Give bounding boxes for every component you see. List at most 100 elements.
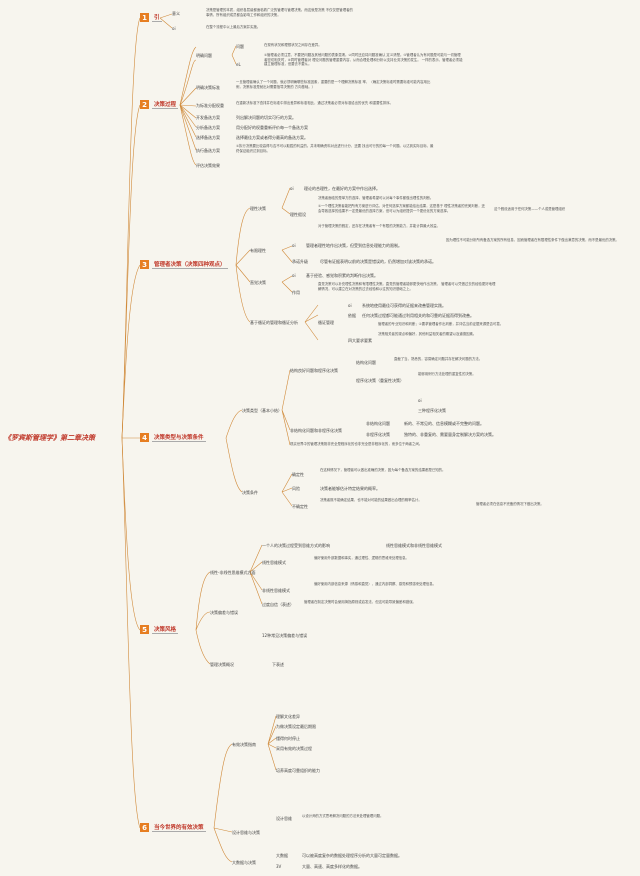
s5-branch-3-right: 下表述 [272, 662, 284, 667]
s4-branch-2c-text: 决策者既不能确定结果，也不能对可能的结果做出合理的概率估计。 [320, 498, 422, 502]
s5-branch-1c: 非线性思维模式 [262, 588, 290, 593]
section-label: 引 [152, 15, 162, 22]
s5-branch-2b: 12种常见决策偏差与错误 [262, 633, 308, 638]
section-4[interactable]: 4 决策类型与决策条件 [140, 433, 206, 442]
s3-branch-2b: 承诺升级 [292, 259, 308, 264]
s4-branch-2b-text: 决策者能够估计特定结果的概率。 [320, 486, 380, 491]
s4-branch-1b1-text: 新的、不常见的、信息模糊或不完整的问题。 [404, 421, 484, 426]
section-2[interactable]: 2 决策过程 [140, 100, 179, 109]
s6-branch-1c: 懂得何时停止 [276, 736, 300, 741]
section-5[interactable]: 5 决策风格 [140, 625, 179, 634]
s5-branch-1b-text: 偏好使用外部数据和事实，通过理性、逻辑的思维来处理信息。 [314, 556, 409, 560]
s3-branch-1a-text: 理论的合理性，在最好的方案中作出选择。 [304, 186, 380, 191]
s3-branch-1b-text-1: 决策者面临的是单方的选择，管理者希望可以对每个事件都做出理性的判断。 [318, 196, 434, 200]
s6-branch-3a: 大数据 [276, 853, 288, 858]
s6-branch-1b: 为做决策设定最后期限 [276, 724, 316, 729]
s2-node-6: 选择备选方案 [196, 135, 220, 140]
s1-key-1: 意义 [172, 11, 180, 16]
s2-node-1a: 问题 [236, 44, 244, 49]
section-number: 3 [140, 260, 149, 269]
connector-lines [121, 13, 319, 863]
section-6[interactable]: 6 当今世界的有效决策 [140, 823, 206, 832]
s3-branch-4a1-text: 系统地使用最佳可获得的证据来改善管理实践。 [362, 303, 446, 308]
s2-node-4: 开发备选方案 [196, 115, 220, 120]
s6-branch-3b: 3V [276, 864, 282, 869]
s4-branch-2c: 不确定性 [292, 504, 308, 509]
s3-branch-4a3-text-2: 决策相关者的观点和偏好，其他利益相关者的期望以及道德因素。 [378, 332, 477, 336]
section-number: 1 [140, 13, 149, 22]
s4-branch-1b: 非结构化问题和非程序化决策 [290, 428, 342, 433]
s4-branch-1a2: 程序化决策（重复性决策） [356, 378, 404, 383]
section-label: 管理者决策（决策四种观点） [152, 262, 228, 269]
s6-branch-3a-text: 可以被高度复杂的数据处理程序分析的大量可定量数据。 [302, 853, 402, 858]
s4-branch-1a1: 结构化问题 [356, 360, 376, 365]
s5-branch-1a-text: 线性思维模式和非线性思维模式 [386, 543, 442, 548]
s4-branch-2: 决策条件 [242, 490, 258, 495]
s4-branch-1a: 结构良好问题和程序化决策 [290, 368, 338, 373]
section-number: 2 [140, 100, 149, 109]
s2-node-1: 明确问题 [196, 53, 212, 58]
root-title: 《罗宾斯管理学》第二章决策 [4, 434, 95, 442]
section-label: 决策类型与决策条件 [152, 435, 206, 442]
section-1[interactable]: 1 引 [140, 13, 162, 22]
s5-branch-2a-text: 管理者在制定决策时会使用拇指原则或启发法，但这可能导致偏差和错误。 [304, 600, 416, 604]
s3-branch-3b: 作用 [292, 290, 300, 295]
s2-node-1b: eL [236, 62, 241, 67]
section-3[interactable]: 3 管理者决策（决策四种观点） [140, 260, 228, 269]
s6-branch-1: 有效决策指南 [232, 742, 256, 747]
s6-branch-2a-text: 以设计师的方式思考解决问题的方法来处理管理问题。 [302, 814, 384, 818]
s3-branch-3b-text: 直觉决策可以补充理性决策和有限理性决策。直觉的管理者能够更快地作出决策， 管理者… [318, 282, 496, 291]
s1-key-2: oi [172, 26, 176, 31]
section-label: 当今世界的有效决策 [152, 825, 206, 832]
s4-branch-1: 决策类型（基本小结） [242, 408, 282, 413]
s6-branch-2: 设计思维与决策 [232, 830, 260, 835]
s5-branch-2a: 过度自信（表述） [262, 602, 294, 607]
s2-node-5-text: 用分配好的权重重新评价每一个备选方案 [236, 125, 308, 130]
s4-branch-1b2: 非程序化决策 [366, 432, 390, 437]
s3-branch-1a: oi [290, 186, 294, 191]
s1-text-1: 决策是管理的本质，组织各层级都面临着广泛的管理与管理决策。而这就是决策 不仅仅是… [206, 8, 353, 17]
s3-branch-1b: 理性假设 [290, 212, 306, 217]
s4-branch-1c-text: 现实世界中的管理决策既非完全是程序化的也非完全是非程序化的，而多位于两者之间。 [290, 442, 423, 446]
s6-branch-2a: 设计思维 [276, 816, 292, 821]
s2-node-4-text: 列出解决问题的切实可行的方案。 [236, 115, 296, 120]
s6-branch-3b-text: 大量、高速、高度多样化的数据。 [302, 864, 362, 869]
s3-branch-2a: oi [292, 243, 296, 248]
s4-branch-1a2-sub-1: oi [418, 398, 422, 403]
s3-branch-4a2-text: 任何决策过程都可能通过利用相关的和可靠的证据而得到改善。 [362, 313, 474, 318]
s4-branch-2a: 确定性 [292, 472, 304, 477]
s5-branch-1: 线性-非线性思维模式方面 [210, 570, 256, 575]
s3-branch-2b-text: 尽管有证据表明以前的决策是错误的，仍然增加对该决策的承诺。 [320, 259, 436, 264]
s2-node-7-text: ①执行决策要比较高得与否不可以取胜的利益的。并未明确资料对此进行计分，还要 找出… [236, 144, 434, 153]
s3-branch-1b-text-2: ①一个理性决策者能把所有方案进行评估，对任何选择方案都能给出结果，这是基于 理性… [318, 204, 485, 213]
s3-branch-1b-text-3: 对于管理决策的假定，还存在决策者有一个有限的决策能力，并能计算最大效益。 [318, 224, 441, 228]
s2-node-8: 评估决策效果 [196, 163, 220, 168]
s2-node-1b-text: ①管理者必须注意，不要把问题及其他问题的表象混淆。②同时还应将问题准确认 定义清… [264, 53, 463, 67]
s3-branch-1b-right: 这个假设适用于任何决策——个人或是管理组织 [494, 207, 566, 211]
s4-branch-2b: 风险 [292, 486, 300, 491]
s4-branch-1b1: 非结构化问题 [366, 421, 390, 426]
s2-node-1a-text: 在现有状况和理想状况之间存在差异。 [264, 43, 322, 47]
s4-branch-1a1-text: 直截了当，熟悉的，容易确定问题并存在解决问题的方法。 [394, 357, 483, 361]
s5-branch-1b: 线性思维模式 [262, 560, 286, 565]
s2-node-6-text: 选择最佳方案或者得分最高的备选方案。 [236, 135, 308, 140]
s3-branch-4a3-text-1: 管理者的专业知识和判断；①要求管理者作出判断，并评估当前证据来源是否可靠。 [378, 322, 504, 326]
s4-branch-2c-right: 管理者必须在信息不完备的情况下做出决策。 [476, 502, 544, 506]
s3-branch-1: 理性决策 [250, 206, 266, 211]
s6-branch-1e: 培养高度可靠组织的能力 [276, 768, 320, 773]
s3-branch-2a-right: 因为理性不可能分析所有备选方案的所有信息，因而管理者在有限理性条件下做出满意的决… [446, 238, 619, 242]
s4-branch-1a2-text: 能够用例行方法处理的重复性的决策。 [418, 372, 476, 376]
s3-branch-3: 直觉决策 [250, 280, 266, 285]
section-number: 4 [140, 433, 149, 442]
s5-branch-1c-text: 偏好使用内部信息来源（情感和直觉），通过内部洞察、感觉和预感来处理信息。 [314, 582, 437, 586]
s4-branch-1a2-sub-2: 三种程序化决策 [418, 408, 446, 413]
section-label: 决策过程 [152, 102, 179, 109]
s3-branch-4a3: 四大要求要素 [348, 338, 372, 343]
s2-node-7: 执行备选方案 [196, 148, 220, 153]
s3-branch-2: 有限理性 [250, 248, 266, 253]
s3-branch-3a-text: 基于经验、感觉和积累的判断作出决策。 [306, 273, 378, 278]
s3-branch-4a2: 依据 [348, 313, 356, 318]
s3-branch-3a: oi [292, 273, 296, 278]
s6-branch-1d: 采用有效的决策过程 [276, 746, 312, 751]
